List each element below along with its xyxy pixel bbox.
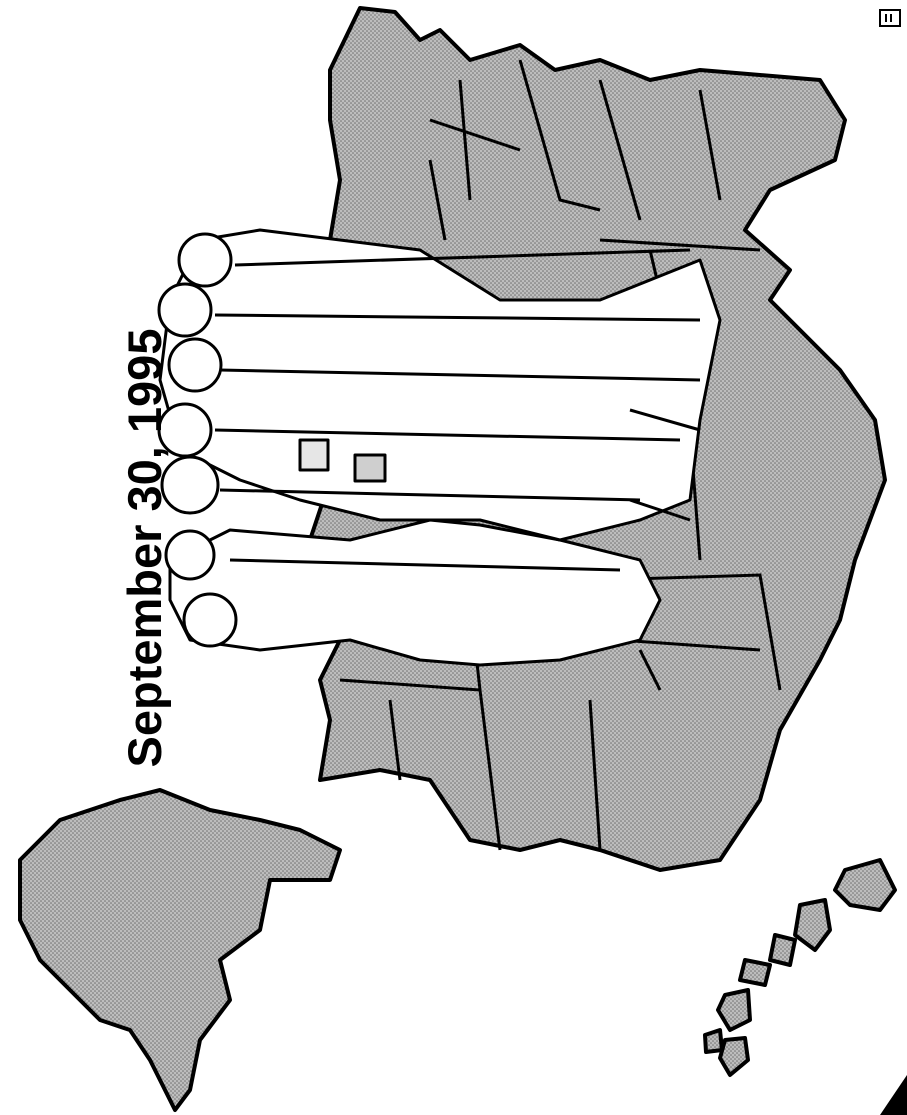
alaska-shape xyxy=(18,788,342,1112)
date-caption: September 30, 1995 xyxy=(118,328,171,768)
hawaii-islands xyxy=(703,858,897,1077)
page-mark-icon xyxy=(879,9,901,27)
corner-wedge xyxy=(880,1075,907,1115)
people-group-illustration xyxy=(157,159,722,691)
